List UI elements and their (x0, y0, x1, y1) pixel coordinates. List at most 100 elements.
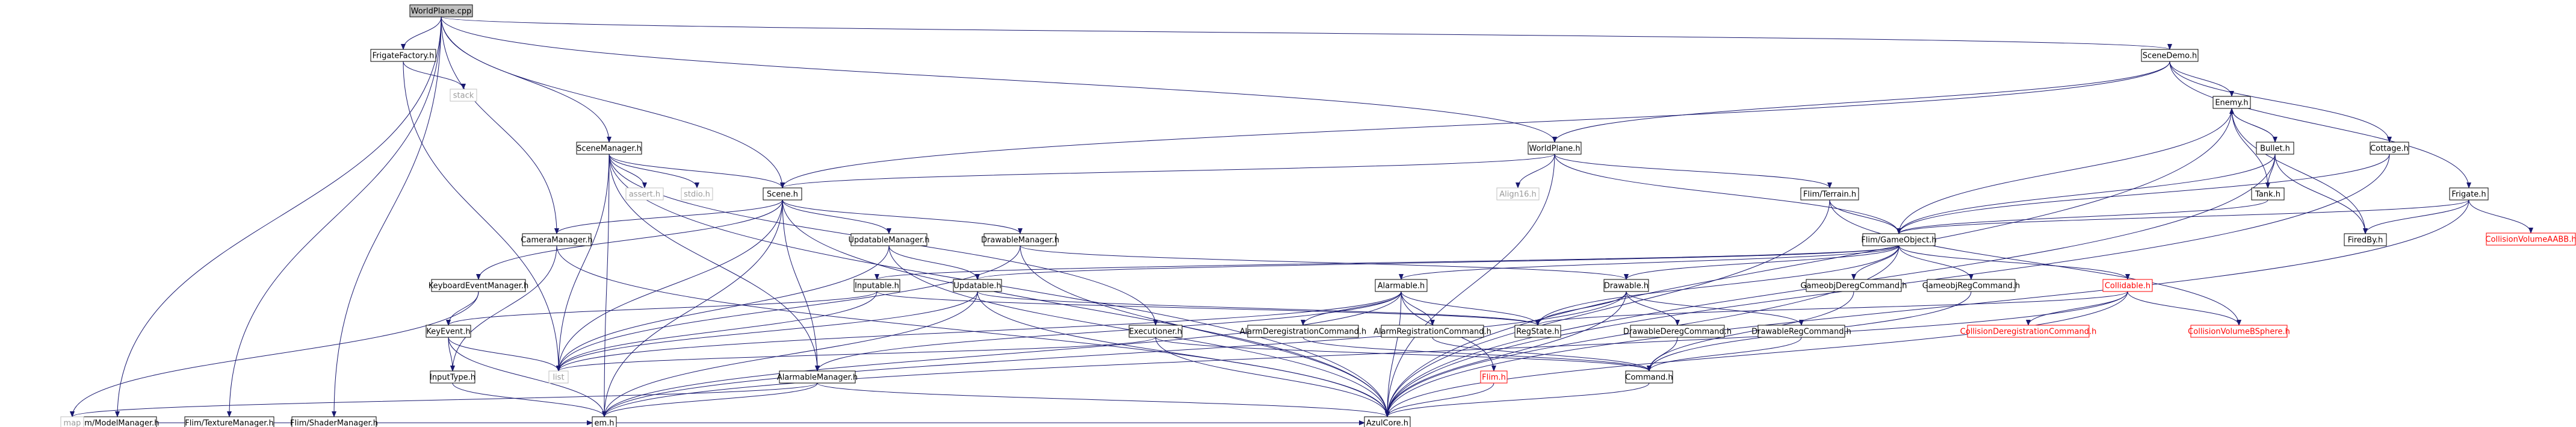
node-cameramanager-h[interactable]: CameraManager.h (521, 233, 593, 246)
node-map[interactable]: map (60, 416, 84, 427)
node-gameobjregcommand-h[interactable]: GameobjRegCommand.h (1922, 279, 2020, 292)
edge-cottage-to-gameobject (1896, 154, 2390, 234)
node-collisionvolumeaabb-h[interactable]: CollisionVolumeAABB.h (2485, 232, 2576, 246)
node-collisionvolumebsphere-h[interactable]: CollisionVolumeBSphere.h (2188, 325, 2290, 338)
edge-updatable-to-list (556, 291, 978, 372)
node-label: Flim/TextureManager.h (185, 419, 274, 427)
node-firedby-h[interactable]: FiredBy.h (2344, 233, 2387, 246)
node-label: DrawableDeregCommand.h (1623, 328, 1732, 337)
node-flim-gameobject-h[interactable]: Flim/GameObject.h (1861, 233, 1937, 246)
node-worldplane-h[interactable]: WorldPlane.h (1528, 142, 1582, 155)
node-frigatefactory-h[interactable]: FrigateFactory.h (370, 49, 436, 62)
node-inputtype-h[interactable]: InputType.h (430, 370, 475, 384)
node-azulcore-h[interactable]: AzulCore.h (1364, 416, 1411, 427)
node-box (426, 325, 471, 338)
node-box (522, 233, 592, 246)
edge-inputable-to-keyevent (446, 291, 878, 326)
edge-root-to-cameramanager (441, 16, 559, 234)
edge-tank-to-gameobject (1896, 199, 2268, 234)
edge-cameramanager-to-inputtype (450, 245, 557, 372)
node-executioner-h[interactable]: Executioner.h (1129, 325, 1183, 338)
edge-frigatefactory-to-stack (403, 61, 466, 90)
edge-updatablemanager-to-updatable (888, 245, 980, 280)
node-label: DrawableRegCommand.h (1751, 328, 1851, 337)
node-command-h[interactable]: Command.h (1625, 370, 1673, 384)
node-collidable-h[interactable]: Collidable.h (2102, 279, 2153, 292)
node-box (430, 370, 475, 384)
edge-updatablemanager-to-list (556, 245, 890, 372)
node-drawablederegcommand-h[interactable]: DrawableDeregCommand.h (1623, 325, 1732, 338)
edge-gameobject-to-alarmable (1399, 245, 1899, 280)
node-inputable-h[interactable]: Inputable.h (853, 279, 900, 292)
node-align16-h[interactable]: Align16.h (1496, 187, 1540, 201)
node-scene-h[interactable]: Scene.h (763, 187, 802, 201)
node-scenedemo-h[interactable]: SceneDemo.h (2141, 49, 2199, 62)
node-flim-terrain-h[interactable]: Flim/Terrain.h (1800, 187, 1859, 201)
node-label: Scene.h (767, 190, 798, 199)
node-box (431, 279, 526, 292)
node-worldplane-cpp[interactable]: WorldPlane.cpp (409, 4, 473, 17)
node-drawableregcommand-h[interactable]: DrawableRegCommand.h (1751, 325, 1851, 338)
edge-inputable-to-regstate (876, 291, 1540, 326)
node-label: RegState.h (1516, 328, 1559, 337)
node-label: Bullet.h (2260, 145, 2290, 154)
node-cottage-h[interactable]: Cottage.h (2370, 142, 2409, 155)
node-flim-texturemanager-h[interactable]: Flim/TextureManager.h (184, 416, 274, 427)
node-label: CollisionDeregistrationCommand.h (1960, 328, 2097, 337)
nodes-layer: WorldPlane.cppFrigateFactory.hstackScene… (60, 4, 2576, 427)
node-keyevent-h[interactable]: KeyEvent.h (426, 325, 471, 338)
node-stack[interactable]: stack (450, 89, 477, 102)
edge-collidable-to-azulcore (1385, 291, 2128, 417)
node-flim-h[interactable]: Flim.h (1480, 370, 1508, 384)
edge-alarmablemanager-to-azulcore (817, 382, 1390, 417)
node-collisionderegistrationcommand-h[interactable]: CollisionDeregistrationCommand.h (1960, 325, 2097, 338)
node-alarmable-h[interactable]: Alarmable.h (1375, 279, 1428, 292)
node-alarmderegistrationcommand-h[interactable]: AlarmDeregistrationCommand.h (1240, 325, 1366, 338)
node-label: FiredBy.h (2348, 236, 2383, 245)
edge-scenemanager-to-stdio (608, 154, 699, 189)
edge-alarmable-to-regstate (1401, 291, 1540, 326)
node-label: SceneDemo.h (2143, 52, 2197, 61)
node-stdio-h[interactable]: stdio.h (681, 187, 713, 201)
node-drawable-h[interactable]: Drawable.h (1603, 279, 1649, 292)
node-box (1800, 187, 1859, 201)
edge-gameobject-to-updatable (975, 245, 1899, 280)
edge-inputtype-to-em (452, 382, 607, 417)
node-keyboardeventmanager-h[interactable]: KeyboardEventManager.h (429, 279, 529, 292)
node-frigate-h[interactable]: Frigate.h (2449, 187, 2489, 201)
node-list[interactable]: list (548, 370, 569, 384)
node-box (1603, 279, 1649, 292)
node-flim-shadermanager-h[interactable]: Flim/ShaderManager.h (290, 416, 378, 427)
node-label: em.h (594, 419, 614, 427)
edge-scene-to-alarmablemanager (782, 199, 820, 372)
node-label: CollisionVolumeBSphere.h (2188, 328, 2290, 337)
node-label: AlarmRegistrationCommand.h (1373, 328, 1491, 337)
node-box (184, 416, 274, 427)
node-em-h[interactable]: em.h (592, 416, 617, 427)
node-label: GameobjDeregCommand.h (1800, 282, 1907, 291)
node-scenemanager-h[interactable]: SceneManager.h (576, 142, 642, 155)
edge-enemy-to-azulcore (1385, 108, 2232, 417)
node-flim-modelmanager-h[interactable]: Flim/ModelManager.h (76, 416, 159, 427)
edge-alarmablemanager-to-em (602, 382, 818, 417)
node-drawablemanager-h[interactable]: DrawableManager.h (981, 233, 1059, 246)
edge-executioner-to-list (556, 337, 1156, 372)
edge-flimh-to-azulcore (1385, 382, 1494, 417)
node-label: AzulCore.h (1366, 419, 1408, 427)
node-bullet-h[interactable]: Bullet.h (2256, 142, 2294, 155)
edge-bullet-to-gameobject (1896, 154, 2276, 234)
node-alarmregistrationcommand-h[interactable]: AlarmRegistrationCommand.h (1373, 325, 1491, 338)
edge-alarmable-to-alarmregcommand (1401, 291, 1435, 326)
node-updatable-h[interactable]: Updatable.h (953, 279, 1002, 292)
node-enemy-h[interactable]: Enemy.h (2212, 96, 2251, 109)
node-label: InputType.h (430, 373, 475, 382)
node-assert-h[interactable]: assert.h (625, 187, 664, 201)
edge-keyevent-to-list (448, 337, 561, 372)
node-updatablemanager-h[interactable]: UpdatableManager.h (848, 233, 930, 246)
node-gameobjderegcommand-h[interactable]: GameobjDeregCommand.h (1800, 279, 1907, 292)
node-alarmablemanager-h[interactable]: AlarmableManager.h (777, 370, 858, 384)
node-tank-h[interactable]: Tank.h (2251, 187, 2285, 201)
node-regstate-h[interactable]: RegState.h (1514, 325, 1561, 338)
node-label: stack (453, 92, 474, 101)
